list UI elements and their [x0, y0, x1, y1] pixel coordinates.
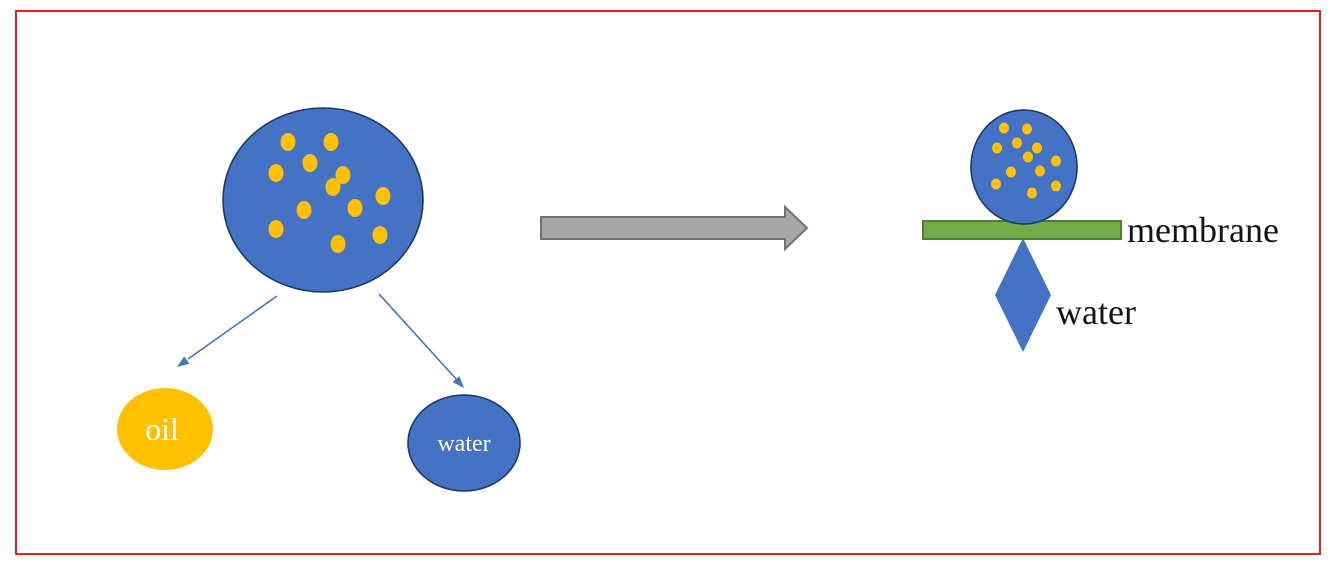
oil-droplet-dot [1012, 137, 1022, 149]
oil-droplet-dot [991, 178, 1001, 190]
oil-droplet-dot [1035, 165, 1045, 177]
oil-droplet-dot [325, 178, 341, 196]
emulsion-drop-big [222, 107, 424, 293]
oil-droplet-dot [999, 122, 1009, 134]
separation-arrow-right [378, 293, 464, 388]
oil-droplet-dot [268, 220, 284, 238]
oil-droplet-dot [296, 201, 312, 219]
oil-drop [117, 388, 213, 470]
arrowhead-right [452, 376, 464, 388]
oil-droplet-dot [302, 154, 318, 172]
water-drop-label: water [437, 431, 490, 457]
oil-droplets-small-group [991, 122, 1061, 199]
oil-droplets-big-group [268, 133, 391, 253]
oil-droplet-dot [1023, 151, 1033, 163]
oil-droplet-dot [1027, 187, 1037, 199]
oil-droplet-dot [347, 199, 363, 217]
permeate-water-diamond [995, 238, 1051, 352]
permeate-water-label: water [1056, 292, 1136, 332]
oil-droplet-dot [1006, 166, 1016, 178]
separation-arrow-left [177, 295, 278, 367]
oil-droplet-dot [280, 133, 296, 151]
emulsion-drop-small [970, 109, 1078, 225]
process-arrow [540, 204, 809, 252]
oil-droplet-dot [323, 133, 339, 151]
oil-droplet-dot [372, 226, 388, 244]
oil-droplet-dot [1051, 155, 1061, 167]
water-drop [407, 394, 521, 492]
oil-droplet-dot [1051, 180, 1061, 192]
oil-droplet-dot [1022, 123, 1032, 135]
oil-droplet-dot [375, 187, 391, 205]
frame-border [15, 10, 1321, 555]
oil-droplet-dot [1032, 142, 1042, 154]
membrane-label: membrane [1127, 210, 1279, 250]
oil-droplet-dot [992, 142, 1002, 154]
oil-droplet-dot [330, 235, 346, 253]
oil-droplet-dot [268, 164, 284, 182]
arrowhead-left [177, 356, 190, 367]
oil-droplet-dot [335, 166, 351, 184]
oil-label: oil [145, 411, 179, 447]
